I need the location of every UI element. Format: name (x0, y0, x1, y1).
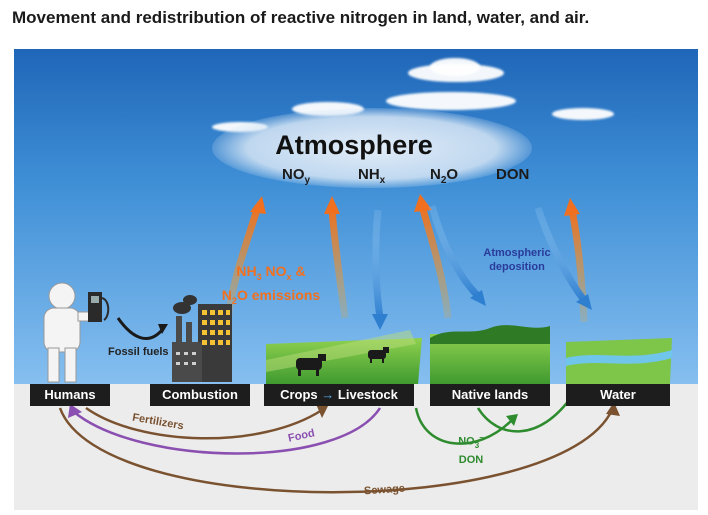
crops-livestock-field (266, 330, 422, 384)
emission-arrow-3 (414, 194, 452, 319)
figure-title: Movement and redistribution of reactive … (12, 8, 590, 27)
cow-icon (368, 347, 389, 363)
emission-arrow-2 (324, 196, 349, 319)
cloud-top (386, 92, 516, 110)
species-nhx: NHx (358, 166, 386, 186)
no3-don-arrow-1 (414, 407, 518, 445)
emission-arrow-4 (564, 198, 588, 323)
fossil-fuels-label: Fossil fuels (108, 346, 169, 358)
species-n2o: N2O (430, 166, 459, 186)
atmosphere-cloud (212, 108, 532, 188)
deposition-label: Atmospheric deposition (483, 247, 551, 273)
native-lands-field (430, 325, 550, 384)
fertilizers-arrow (85, 404, 328, 440)
human-figure (43, 282, 95, 383)
cloud-right (552, 108, 614, 120)
humans-label: Humans (30, 384, 110, 406)
fuel-pump-icon (88, 292, 110, 322)
deposition-arrow-2 (428, 205, 486, 306)
cloud-top (430, 58, 480, 76)
factory-icon (172, 295, 232, 382)
native-lands-label: Native lands (430, 384, 550, 406)
fossil-fuel-arrow (116, 317, 168, 340)
deposition-arrow-3 (534, 206, 592, 310)
species-don: DON (496, 166, 530, 183)
cow-icon (296, 354, 326, 376)
atmosphere-label: Atmosphere (275, 130, 433, 160)
combustion-label: Combustion (150, 384, 250, 406)
no3-don-label: NO3− DON (458, 433, 484, 466)
food-arrow (68, 404, 382, 455)
deposition-arrow-1 (372, 209, 388, 330)
crops-livestock-label: Crops → Livestock (264, 384, 414, 406)
sewage-arrow (58, 402, 620, 494)
emissions-label: NH3 NOx & N2O emissions (221, 263, 321, 306)
water-label: Water (566, 384, 670, 406)
species-noy: NOy (282, 166, 311, 186)
crops-arrow-icon: → (321, 387, 335, 402)
water-field (566, 338, 672, 384)
